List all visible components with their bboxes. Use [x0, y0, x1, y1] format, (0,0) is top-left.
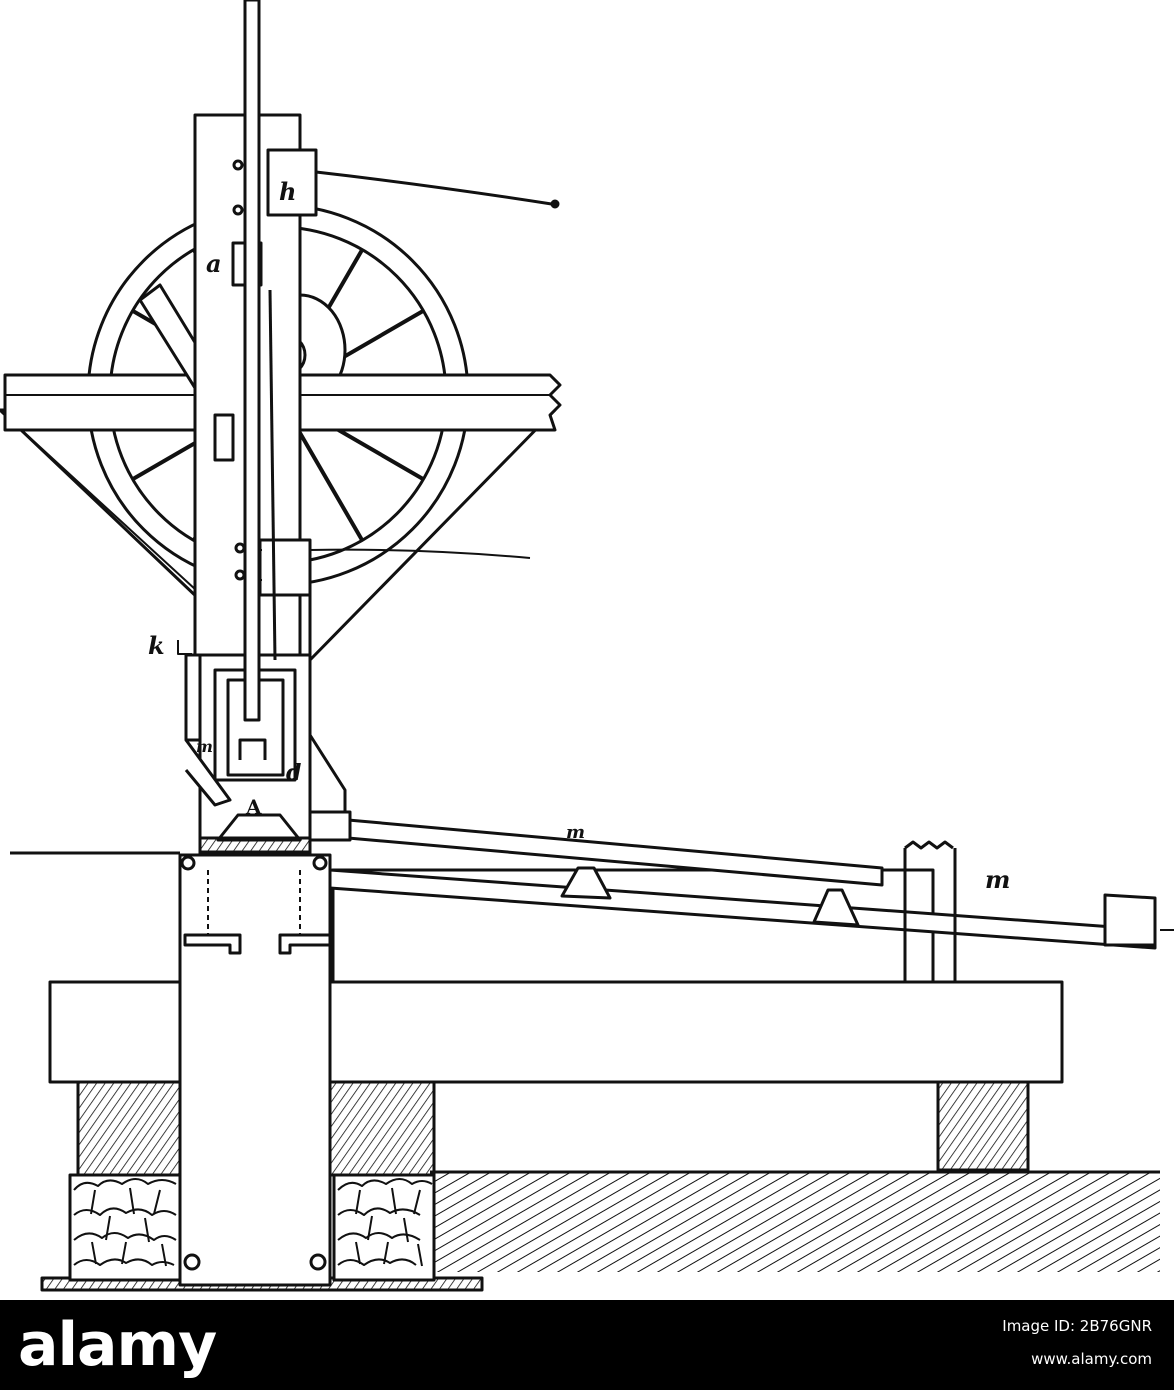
bolt-top-left: [180, 855, 196, 871]
foot-bracket-left: [183, 933, 242, 955]
sleeper-left: [76, 1073, 184, 1177]
rubble-foundation-left: [68, 1173, 184, 1282]
label-h: h: [279, 177, 296, 206]
clamp-lower: [258, 538, 312, 597]
trough-prop-2: [812, 888, 860, 927]
cord-upper: [315, 170, 559, 207]
label-d: d: [286, 760, 301, 786]
side-plate-right: [308, 733, 347, 814]
foot-bracket-right: [278, 933, 332, 955]
ground-hatching: [430, 1172, 1160, 1272]
trough-lower: [328, 868, 1157, 950]
rubble-foundation-middle: [332, 1173, 436, 1282]
plunger-rod: [243, 0, 261, 722]
bolt-bottom-right: [309, 1253, 327, 1271]
guide-block-h: [266, 148, 318, 217]
trough-prop-1: [560, 866, 612, 900]
machine-illustration: h a k m d A m m: [0, 0, 1174, 1292]
mark-k: [177, 640, 192, 655]
bolt-top-right: [312, 855, 328, 871]
broken-post: [903, 840, 957, 982]
label-A: A: [245, 795, 262, 819]
site-url-text: www.alamy.com: [1031, 1350, 1152, 1368]
side-plate-left: [184, 653, 202, 742]
brand-logo: alamy: [18, 1310, 217, 1380]
cord-lower: [309, 548, 531, 559]
sleeper-right: [936, 1073, 1030, 1172]
catch-block: [213, 413, 235, 462]
label-m-trough-2: m: [985, 865, 1010, 894]
stock-watermark-banner: alamy Image ID: 2B76GNR www.alamy.com: [0, 1300, 1174, 1390]
label-a: a: [206, 249, 222, 278]
central-column: [178, 853, 332, 1287]
trough-end: [1103, 893, 1157, 947]
label-m-left: m: [196, 737, 213, 756]
image-id-text: Image ID: 2B76GNR: [1002, 1317, 1152, 1335]
label-k: k: [148, 631, 165, 660]
sleeper-middle: [328, 1073, 436, 1177]
bolt-bottom-left: [183, 1253, 201, 1271]
label-m-trough-1: m: [566, 822, 585, 843]
